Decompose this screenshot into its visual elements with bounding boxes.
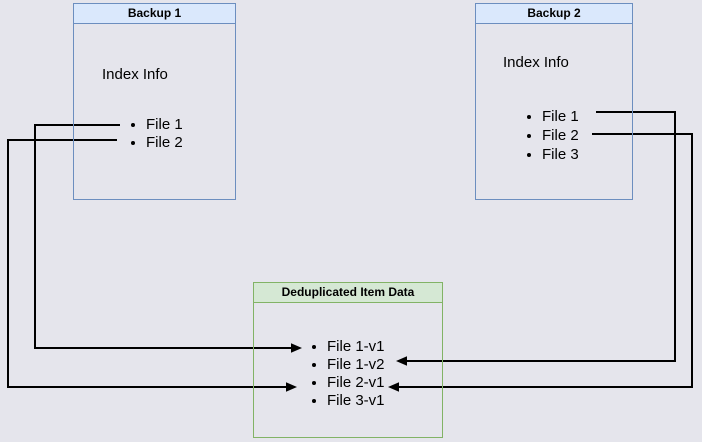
backup1-index-info-label: Index Info — [102, 66, 168, 83]
list-item: File 3 — [542, 145, 579, 164]
list-item: File 2 — [542, 126, 579, 145]
list-item: File 1 — [542, 107, 579, 126]
backup2-box: Backup 2 Index Info File 1 File 2 File 3 — [475, 3, 633, 200]
backup2-title: Backup 2 — [476, 4, 632, 24]
list-item: File 1 — [146, 116, 183, 134]
list-item: File 3-v1 — [327, 392, 385, 410]
list-item: File 2-v1 — [327, 374, 385, 392]
backup1-file-list: File 1 File 2 — [130, 116, 183, 152]
backup1-title: Backup 1 — [74, 4, 235, 24]
backup2-index-info-label: Index Info — [503, 54, 569, 71]
dedup-title: Deduplicated Item Data — [254, 283, 442, 303]
backup1-box: Backup 1 Index Info File 1 File 2 — [73, 3, 236, 200]
list-item: File 2 — [146, 134, 183, 152]
list-item: File 1-v2 — [327, 356, 385, 374]
dedup-box: Deduplicated Item Data File 1-v1 File 1-… — [253, 282, 443, 438]
dedup-file-list: File 1-v1 File 1-v2 File 2-v1 File 3-v1 — [311, 338, 385, 410]
backup2-file-list: File 1 File 2 File 3 — [526, 107, 579, 164]
list-item: File 1-v1 — [327, 338, 385, 356]
